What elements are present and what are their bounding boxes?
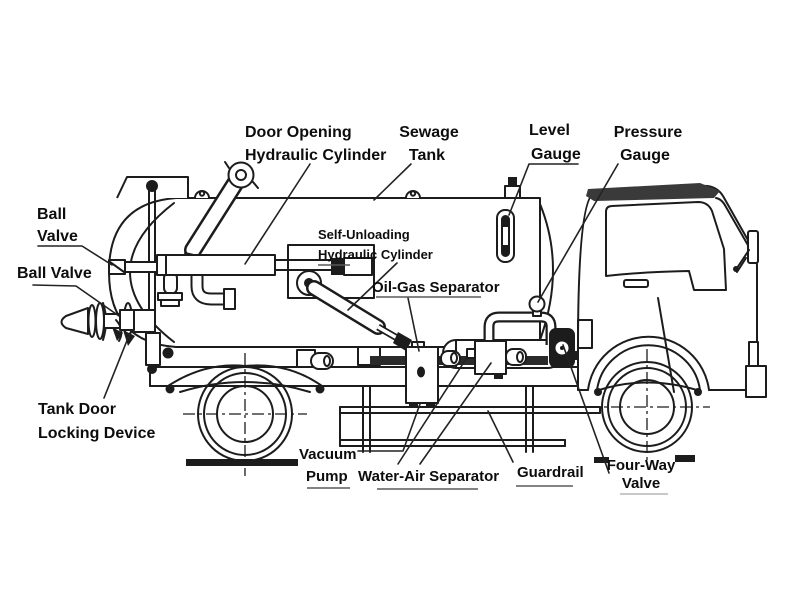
sewage-tank — [108, 190, 554, 348]
pressure-gauge — [528, 295, 546, 317]
label-pressure-gauge-line2: Gauge — [620, 147, 670, 164]
front-leaf-spring — [594, 381, 702, 396]
front-bumper — [745, 365, 767, 398]
front-wheel-arch — [587, 335, 710, 391]
cab-door-seam — [657, 297, 675, 393]
label-door-opening-line1: Door Opening — [245, 124, 352, 141]
front-ground-dash-left — [594, 457, 609, 463]
level-gauge — [496, 177, 521, 263]
side-mirror — [747, 230, 759, 264]
label-four-way-valve-line2: Valve — [622, 475, 660, 492]
ball-valve-upper-assembly — [108, 259, 159, 275]
label-ball-valve-upper-line2: Valve — [37, 228, 78, 245]
label-underlines — [307, 264, 668, 495]
water-air-separator — [466, 340, 507, 379]
label-guardrail: Guardrail — [517, 464, 584, 481]
label-four-way-valve-line1: Four-Way — [607, 457, 676, 474]
front-arch-pipe — [483, 311, 557, 345]
label-tank-door-locking-line2: Locking Device — [38, 425, 155, 442]
label-level-gauge-line1: Level — [529, 122, 570, 139]
label-self-unloading-line2: Hydraulic Cylinder — [318, 247, 433, 262]
rear-wheel — [183, 353, 307, 476]
label-vacuum-pump-line2: Pump — [306, 468, 348, 485]
label-door-opening-line2: Hydraulic Cylinder — [245, 147, 386, 164]
part-labels: Door Opening Hydraulic Cylinder Sewage T… — [17, 122, 682, 492]
label-water-air-separator: Water-Air Separator — [358, 468, 499, 485]
suction-inlet-assembly — [60, 302, 135, 342]
label-tank-door-locking-line1: Tank Door — [38, 401, 116, 418]
label-self-unloading-line1: Self-Unloading — [318, 227, 410, 242]
label-ball-valve-upper-line1: Ball — [37, 206, 66, 223]
label-oil-gas-separator: Oil-Gas Separator — [372, 279, 500, 296]
truck-cab — [577, 183, 767, 398]
label-level-gauge-line2: Gauge — [531, 146, 581, 163]
cab-roof-strip — [586, 183, 720, 201]
rear-ground-bar — [186, 459, 298, 466]
label-pressure-gauge-line1: Pressure — [614, 124, 683, 141]
front-ground-dash-right — [675, 455, 695, 462]
cab-door-window — [605, 201, 727, 291]
guardrail — [339, 386, 601, 453]
self-unloading-hydraulic-cylinder — [306, 280, 412, 351]
leader-lines — [32, 163, 619, 474]
label-ball-valve-lower: Ball Valve — [17, 265, 92, 282]
label-sewage-tank-line1: Sewage — [399, 124, 459, 141]
oil-gas-separator — [405, 341, 439, 408]
window-trim — [623, 279, 649, 288]
pipe-d-fittings — [310, 348, 527, 370]
rear-elbow-pipe — [190, 254, 236, 310]
label-vacuum-pump-line1: Vacuum — [299, 446, 357, 463]
front-wheel — [588, 349, 710, 465]
label-sewage-tank-line2: Tank — [409, 147, 445, 164]
